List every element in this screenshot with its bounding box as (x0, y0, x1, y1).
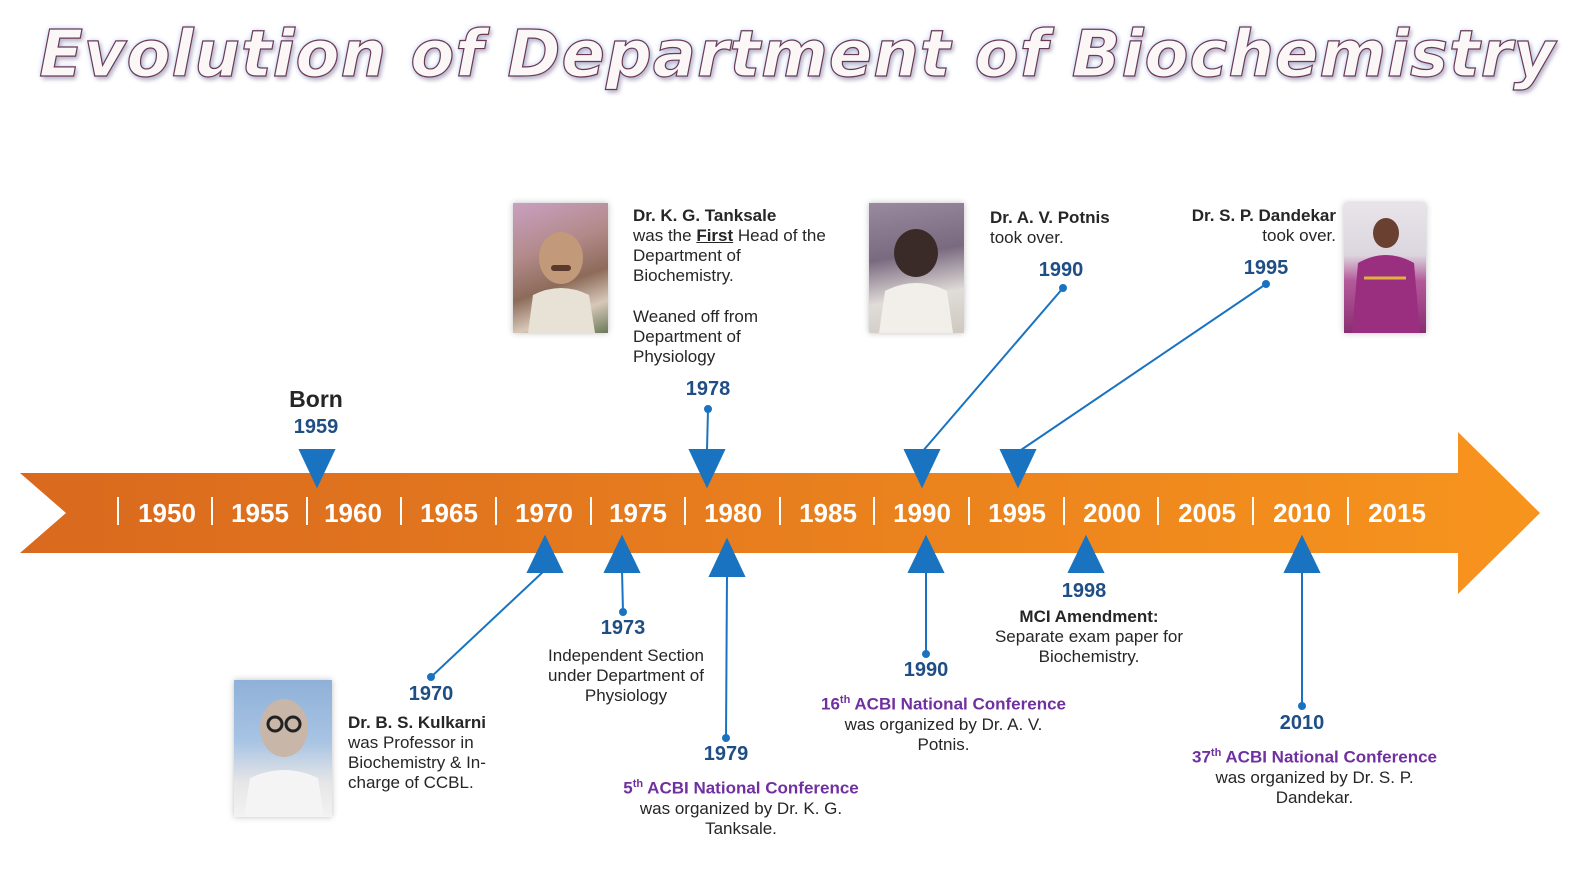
tick-label: 1995 (988, 498, 1046, 528)
dot-1990a (1059, 284, 1067, 292)
marker-1990a (903, 449, 941, 489)
conference-number: 37 (1192, 747, 1211, 767)
event-text: took over. (1262, 226, 1336, 245)
event-text-emphasis: First (696, 226, 734, 245)
dot-1978 (704, 405, 712, 413)
ordinal-suffix: th (632, 778, 644, 790)
event-text: was the (633, 226, 697, 245)
event-note: Weaned off from Department of Physiology (633, 307, 759, 366)
tick-label: 2010 (1273, 498, 1331, 528)
person-name: Dr. A. V. Potnis (990, 208, 1110, 227)
event-text: was Professor in Biochemistry & In-charg… (348, 733, 486, 792)
born-heading: Born (289, 386, 343, 412)
year-label: 1978 (685, 378, 731, 400)
tick-label: 2000 (1083, 498, 1141, 528)
tick-label: 1975 (609, 498, 667, 528)
tick-label: 1985 (799, 498, 857, 528)
year-label: 1970 (408, 683, 454, 705)
year-label: 1973 (600, 617, 646, 639)
connector-1978 (706, 408, 709, 451)
person-name: Dr. K. G. Tanksale (633, 206, 777, 225)
marker-1970 (526, 534, 564, 573)
dot-1973 (619, 608, 627, 616)
connector-1970 (430, 569, 546, 678)
conference-number: 5 (623, 778, 633, 798)
dot-2010 (1298, 702, 1306, 710)
tick-separators (117, 497, 1349, 525)
marker-1995 (999, 449, 1037, 489)
dot-1979 (722, 734, 730, 742)
conference-name: ACBI National Conference (1221, 747, 1437, 767)
portrait-photo-potnis (869, 203, 964, 333)
ordinal-suffix: th (839, 694, 851, 706)
page-title: Evolution of Department of Biochemistry (38, 17, 1556, 92)
year-label: 1998 (1061, 580, 1107, 602)
person-name: Dr. B. S. Kulkarni (348, 713, 486, 732)
tick-label: 1970 (515, 498, 573, 528)
event-text: was organized by Dr. S. P. Dandekar. (1215, 767, 1414, 807)
year-label: 1959 (293, 416, 339, 438)
ordinal-suffix: th (1210, 747, 1222, 759)
connector-1995 (1017, 283, 1267, 453)
event-text: Separate exam paper for Biochemistry. (994, 627, 1184, 666)
year-label: 1990 (1038, 259, 1084, 281)
connector-1973 (621, 569, 624, 613)
tick-label: 1990 (893, 498, 951, 528)
year-label: 2010 (1279, 712, 1325, 734)
event-text: Head of the Department of Biochemistry. (633, 226, 826, 285)
conference-name: ACBI National Conference (643, 778, 859, 798)
person-name: Dr. S. P. Dandekar (1191, 206, 1336, 225)
portrait-photo-dandekar (1344, 203, 1426, 333)
connector-1979 (725, 573, 728, 739)
event-text: was organized by Dr. A. V. Potnis. (844, 714, 1043, 754)
tick-label: 1965 (420, 498, 478, 528)
conference-name: ACBI National Conference (850, 694, 1066, 714)
tick-label: 1955 (231, 498, 289, 528)
conference-number: 16 (821, 694, 840, 714)
marker-1998 (1067, 534, 1105, 573)
event-text: was organized by Dr. K. G. Tanksale. (639, 798, 843, 838)
dot-1970 (427, 673, 435, 681)
dot-1990b (922, 650, 930, 658)
marker-1959 (298, 449, 336, 489)
tick-label: 2005 (1178, 498, 1236, 528)
portrait-photo-tanksale (513, 203, 608, 333)
dot-1995 (1262, 280, 1270, 288)
portrait-photo-kulkarni (234, 680, 332, 817)
event-text: took over. (990, 228, 1064, 247)
tick-label: 1960 (324, 498, 382, 528)
tick-label: 2015 (1368, 498, 1426, 528)
tick-label: 1980 (704, 498, 762, 528)
tick-label: 1950 (138, 498, 196, 528)
year-label: 1995 (1243, 257, 1289, 279)
event-text: Independent Section under Department of … (548, 646, 704, 705)
year-label: 1979 (703, 743, 749, 765)
year-label: 1990 (903, 659, 949, 681)
connector-1990a (921, 287, 1064, 453)
event-heading: MCI Amendment: (1019, 607, 1159, 626)
